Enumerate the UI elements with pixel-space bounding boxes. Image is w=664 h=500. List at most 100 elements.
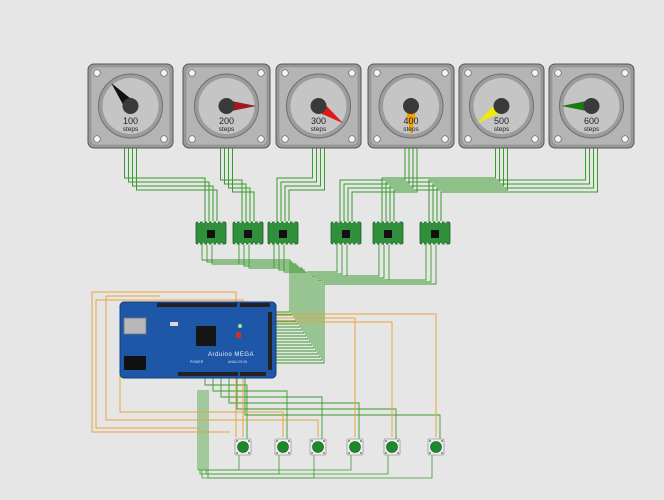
screw-icon xyxy=(160,69,168,77)
stepper-driver-board[interactable] xyxy=(419,221,451,245)
driver-pin xyxy=(355,243,358,245)
driver-pin xyxy=(342,243,344,245)
motor-wire xyxy=(228,148,251,222)
driver-signal-wire xyxy=(272,244,380,349)
screw-icon xyxy=(554,69,562,77)
button-pin xyxy=(288,440,290,442)
driver-pin xyxy=(333,243,335,245)
motor-steps-unit: steps xyxy=(584,126,600,133)
board-analog-label: ANALOG IN xyxy=(228,360,248,364)
screw-icon xyxy=(188,69,196,77)
driver-pin xyxy=(384,221,386,223)
motor-wire xyxy=(432,148,590,222)
button-pin xyxy=(429,452,431,454)
driver-pin xyxy=(431,221,433,223)
driver-pin xyxy=(444,243,447,245)
stepper-driver-board[interactable] xyxy=(372,221,404,245)
motor-steps-unit: steps xyxy=(403,126,419,133)
motor-shaft-icon xyxy=(403,98,419,114)
screw-icon xyxy=(93,135,101,143)
driver-pin xyxy=(220,243,223,245)
driver-signal-wire xyxy=(272,244,385,352)
button-pin xyxy=(385,452,387,454)
driver-pin xyxy=(379,243,382,245)
button-pin xyxy=(311,452,313,454)
driver-pin xyxy=(397,243,400,245)
screw-icon xyxy=(531,69,539,77)
driver-pin xyxy=(435,243,438,245)
motor-wire xyxy=(280,148,317,222)
push-button[interactable] xyxy=(274,438,292,456)
driver-signal-wire xyxy=(238,244,297,322)
push-button[interactable] xyxy=(234,438,252,456)
screw-icon xyxy=(531,135,539,143)
driver-pin xyxy=(235,221,237,223)
motor-steps-unit: steps xyxy=(123,126,139,133)
motor-steps-unit: steps xyxy=(311,126,327,133)
driver-pin xyxy=(253,243,255,245)
driver-pin xyxy=(279,221,281,223)
button-input-wire xyxy=(272,313,437,437)
driver-pin xyxy=(207,243,209,245)
motor-wire xyxy=(343,148,410,222)
motor-shaft-icon xyxy=(218,98,235,114)
push-button[interactable] xyxy=(346,438,364,456)
button-ground-wire xyxy=(212,378,288,439)
stepper-driver-board[interactable] xyxy=(267,221,299,245)
motor-wire xyxy=(220,148,243,222)
driver-pin xyxy=(422,221,424,223)
driver-pin xyxy=(253,221,255,223)
stepper-driver-board[interactable] xyxy=(195,221,227,245)
button-pin xyxy=(360,440,362,442)
button-pin xyxy=(276,440,278,442)
driver-pin xyxy=(435,221,438,223)
driver-pin xyxy=(274,221,277,223)
button-pin xyxy=(385,440,387,442)
screw-icon xyxy=(348,69,356,77)
screw-icon xyxy=(441,135,449,143)
bottom-header-2 xyxy=(240,372,266,376)
push-button[interactable] xyxy=(427,438,445,456)
button-input-wire xyxy=(105,295,319,437)
board-title: Arduino MEGA xyxy=(208,352,254,358)
driver-pin xyxy=(426,221,429,223)
button-return-wire xyxy=(207,390,433,479)
button-cap xyxy=(277,441,289,453)
driver-pin xyxy=(351,243,353,245)
button-pin xyxy=(323,452,325,454)
microcontroller-chip xyxy=(196,326,216,346)
driver-pin xyxy=(248,221,251,223)
stepper-driver-board[interactable] xyxy=(232,221,264,245)
motor-steps-unit: steps xyxy=(494,126,510,133)
driver-pin xyxy=(337,243,340,245)
driver-pin xyxy=(431,243,433,245)
driver-pin xyxy=(198,243,200,245)
driver-pin xyxy=(355,221,358,223)
motor-wire xyxy=(339,148,406,222)
driver-pin xyxy=(346,243,349,245)
driver-pin xyxy=(388,221,391,223)
motor-needle xyxy=(226,100,257,112)
button-input-wire xyxy=(272,321,393,437)
motor-wire xyxy=(347,148,414,222)
top-header xyxy=(157,303,237,307)
push-button[interactable] xyxy=(383,438,401,456)
motor-wire xyxy=(428,148,586,222)
arduino-mega-board[interactable]: Arduino MEGA POWER ANALOG IN xyxy=(119,301,277,379)
button-pin xyxy=(248,452,250,454)
button-ground-wire xyxy=(236,378,397,439)
driver-signal-wire xyxy=(272,244,390,355)
stepper-driver-board[interactable] xyxy=(330,221,362,245)
driver-signal-wire xyxy=(243,244,299,325)
driver-pin xyxy=(216,221,218,223)
screw-icon xyxy=(464,135,472,143)
driver-chip xyxy=(431,230,439,238)
push-button[interactable] xyxy=(309,438,327,456)
driver-pin xyxy=(288,243,290,245)
